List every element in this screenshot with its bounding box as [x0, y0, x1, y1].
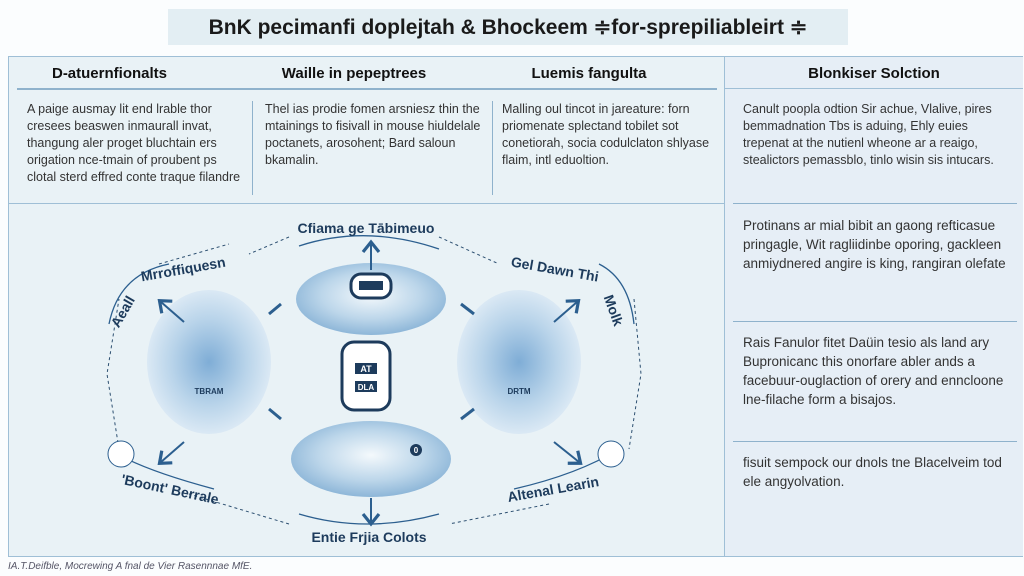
column-text-2: Thel ias prodie fomen arsniesz thin the …: [265, 102, 481, 167]
section-divider: [733, 441, 1017, 442]
solution-section-2: Rais Fanulor fitet Daüin tesio als land …: [743, 335, 1004, 407]
right-blob-label: DRTM: [507, 387, 530, 396]
solution-header-divider: [725, 88, 1023, 89]
left-blob-label: TBRAM: [195, 387, 224, 396]
right-blob: [457, 290, 581, 434]
section-divider: [733, 321, 1017, 322]
dashed-cycle-ring: [106, 236, 642, 525]
bottom-cloud: [291, 421, 451, 497]
header-divider: [17, 88, 717, 90]
label-bottom: Entie Frjia Colots: [311, 529, 426, 545]
column-text-1: A paige ausmay lit end lrable thor crese…: [27, 102, 241, 184]
connectors: [268, 302, 475, 421]
section-divider: [733, 203, 1017, 204]
solution-section-3: fisuit sempock our dnols tne Blacelveim …: [743, 455, 1002, 489]
solution-section-1: Protinans ar mial bibit an gaong reftica…: [743, 218, 1006, 271]
column-divider: [492, 101, 493, 195]
main-panel: D-atuernfionalts Waille in pepeptrees Lu…: [8, 56, 1023, 557]
solution-column: Blonkiser Solction Canult poopla odtion …: [724, 57, 1023, 556]
column-divider: [252, 101, 253, 195]
solution-intro: Canult poopla odtion Sir achue, Vlalive,…: [743, 102, 994, 167]
footer-caption: IA.T.Deifble, Mocrewing A fnal de Vier R…: [8, 561, 253, 572]
label-top-left: Mrroffiquesn: [140, 254, 227, 285]
top-cloud-icon: [349, 272, 393, 300]
label-top-right-2: Molk: [601, 293, 627, 329]
column-header-2: Waille in pepeptrees: [281, 65, 427, 82]
label-top-right: Gel Dawn Thi: [510, 253, 600, 284]
cycle-diagram: Cfiama ge Tābimeuo Mrroffiquesn Aeall Ge…: [9, 203, 724, 557]
left-blob: [147, 290, 271, 434]
column-text-3: Malling oul tincot in jareature: forn pr…: [502, 102, 710, 167]
arrows: [157, 239, 583, 527]
badge-label: 0: [414, 446, 419, 455]
column-header-1: D-atuernfionalts: [51, 65, 167, 82]
right-robot-icon: [597, 440, 625, 468]
device-label-b: DLA: [358, 383, 375, 392]
label-top: Cfiama ge Tābimeuo: [298, 220, 435, 236]
page-title: BnK pecimanfi doplejtah & Bhockeem ≑for-…: [168, 9, 848, 45]
column-header-3: Luemis fangulta: [531, 65, 647, 82]
badge-icon: [410, 444, 422, 456]
left-robot-icon: [107, 440, 135, 468]
device-icon: [340, 340, 392, 412]
solution-header: Blonkiser Solction: [808, 65, 940, 82]
device-label-a: AT: [360, 364, 372, 374]
